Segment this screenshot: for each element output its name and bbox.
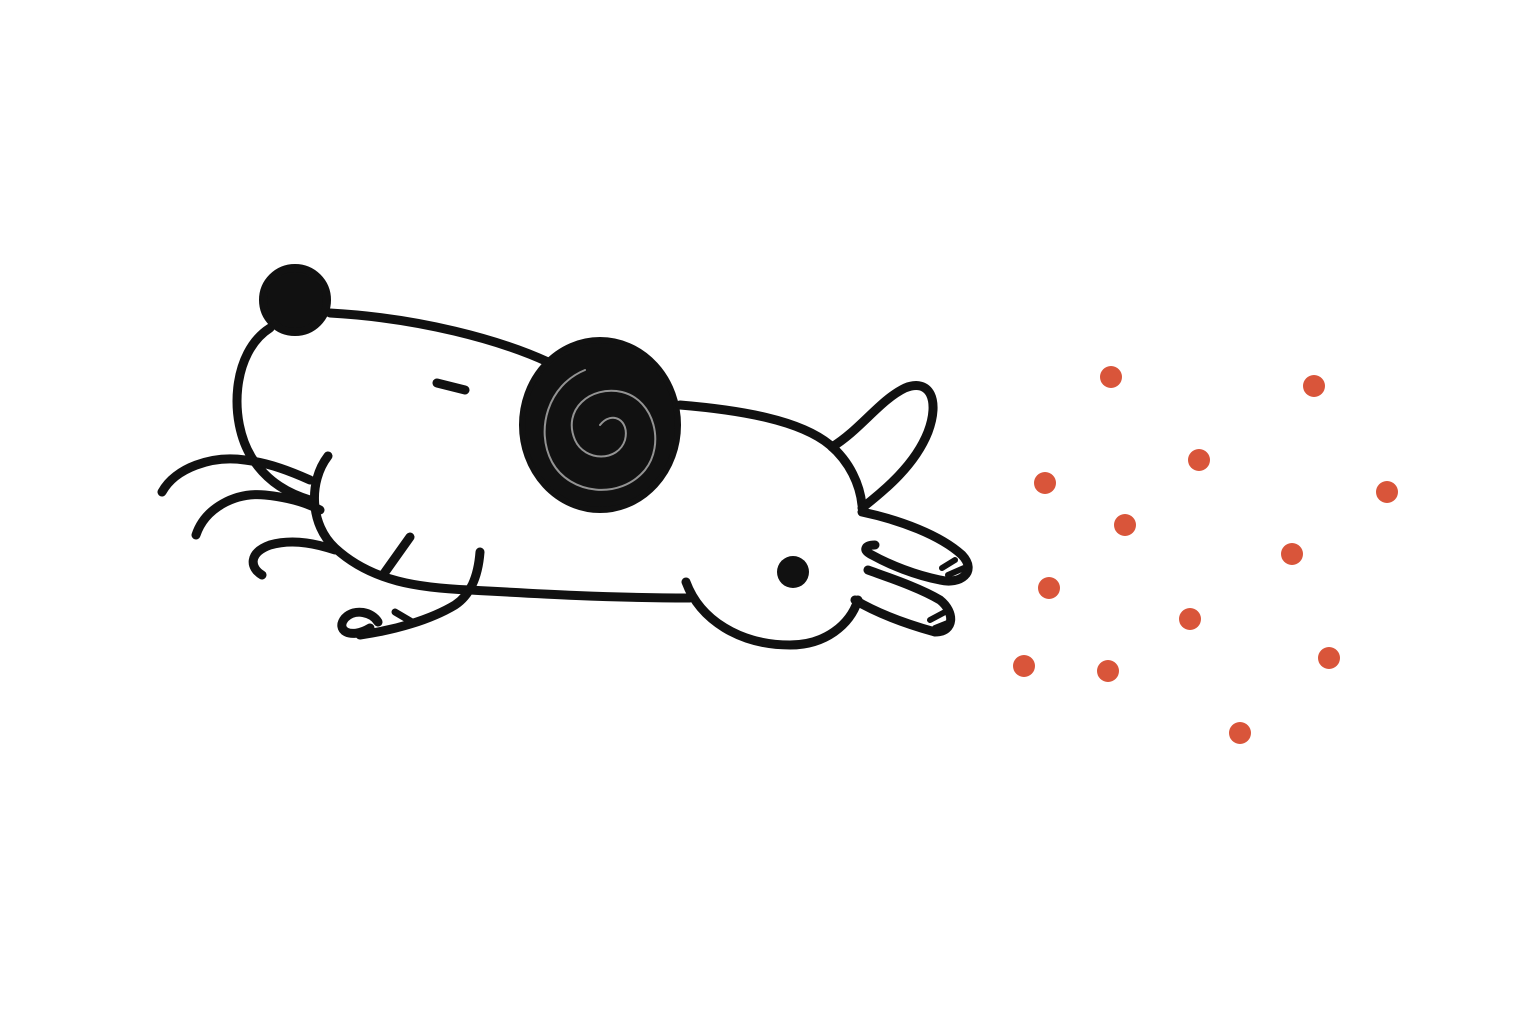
- eye: [777, 556, 809, 588]
- dot: [1303, 375, 1325, 397]
- front-leg-upper: [857, 507, 973, 586]
- back-line: [675, 400, 867, 510]
- dot: [1097, 660, 1119, 682]
- particle-dots: [1013, 366, 1398, 744]
- foot-claw: [391, 608, 416, 626]
- back-leg-2: [191, 490, 325, 540]
- front-paw-lower-toes: [927, 609, 953, 631]
- dot: [1013, 655, 1035, 677]
- curled-foot: [337, 607, 383, 638]
- back-leg-1: [157, 454, 315, 497]
- dog-icon: [157, 264, 973, 650]
- ear: [827, 381, 938, 513]
- dot: [1281, 543, 1303, 565]
- leg-line-2: [355, 547, 485, 640]
- haunch-mark: [432, 378, 470, 395]
- head-outline: [681, 577, 863, 650]
- dot: [1114, 514, 1136, 536]
- tail-ball: [259, 264, 331, 336]
- tail: [325, 308, 553, 367]
- haunch-outline: [232, 323, 315, 505]
- leg-line-1: [378, 532, 415, 580]
- front-paw-upper-toes: [939, 557, 967, 578]
- dot: [1229, 722, 1251, 744]
- dot: [1188, 449, 1210, 471]
- dot: [1034, 472, 1056, 494]
- dot: [1376, 481, 1398, 503]
- spot-swirl: [543, 369, 657, 491]
- back-leg-3: [248, 537, 340, 580]
- dot: [1038, 577, 1060, 599]
- dot: [1100, 366, 1122, 388]
- dot: [1318, 647, 1340, 669]
- dot: [1179, 608, 1201, 630]
